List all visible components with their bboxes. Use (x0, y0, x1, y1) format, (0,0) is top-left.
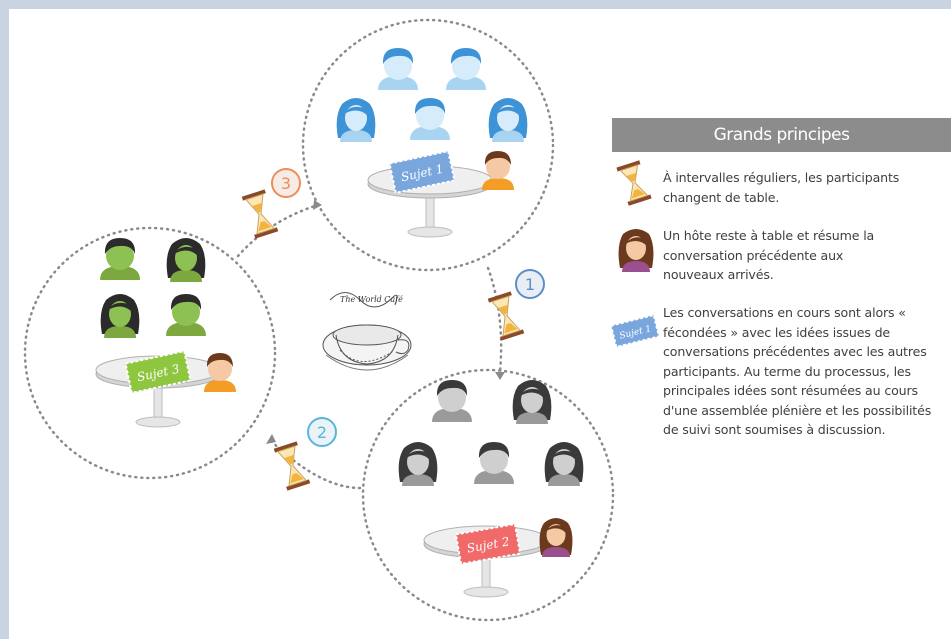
participant-icon (336, 98, 376, 142)
legend-panel: Grands principes (612, 118, 951, 152)
table-circle-3 (23, 226, 277, 480)
step-badge-2 (307, 417, 337, 447)
participant-icon (544, 442, 584, 486)
legend-title: Grands principes (612, 118, 951, 152)
table-2-group: Sujet 2 (398, 380, 584, 598)
participant-icon (100, 294, 140, 338)
host-avatar-icon (618, 229, 654, 272)
participant-icon (474, 442, 514, 484)
topic-card-icon: Sujet 1 (609, 313, 661, 349)
step-badge-1 (515, 269, 545, 299)
step-2: 2 (273, 417, 337, 492)
table-1-group: Sujet 1 (336, 48, 528, 238)
participant-icon (398, 442, 438, 486)
participant-icon (488, 98, 528, 142)
topic-card-3: Sujet 3 (124, 349, 192, 395)
world-cafe-logo: The World Café (322, 292, 412, 371)
participant-icon (512, 380, 552, 424)
step-label-2: 2 (317, 423, 327, 442)
table-circle-2 (361, 368, 615, 622)
hourglass-icon (273, 440, 311, 492)
participant-icon (166, 294, 206, 336)
participant-icon (410, 98, 450, 140)
hourglass-icon (241, 188, 279, 240)
host-avatar-icon (482, 151, 514, 190)
participant-icon (446, 48, 486, 90)
topic-card-2: Sujet 2 (454, 522, 522, 566)
hourglass-icon (487, 290, 525, 342)
step-label-3: 3 (281, 174, 291, 193)
host-avatar-icon (539, 518, 573, 557)
arrow-heads (266, 200, 505, 444)
legend-item-1-text: À intervalles réguliers, les participant… (663, 170, 900, 205)
table-3-group: Sujet 3 (95, 238, 236, 428)
topic-card-1: Sujet 1 (388, 149, 456, 195)
step-badge-3 (271, 168, 301, 198)
step-1: 1 (487, 269, 545, 342)
step-3: 3 (241, 168, 301, 240)
host-avatar-icon (204, 353, 236, 392)
participant-icon (100, 238, 140, 280)
hourglass-icon (616, 160, 652, 206)
participant-icon (378, 48, 418, 90)
participant-icon (432, 380, 472, 422)
legend-item-3-text: Les conversations en cours sont alors « … (663, 305, 932, 437)
table-circle-1 (301, 18, 555, 272)
participant-icon (166, 238, 206, 282)
legend-item-2-text: Un hôte reste à table et résume la conve… (663, 228, 875, 282)
logo-text: The World Café (340, 295, 403, 304)
step-label-1: 1 (525, 275, 535, 294)
